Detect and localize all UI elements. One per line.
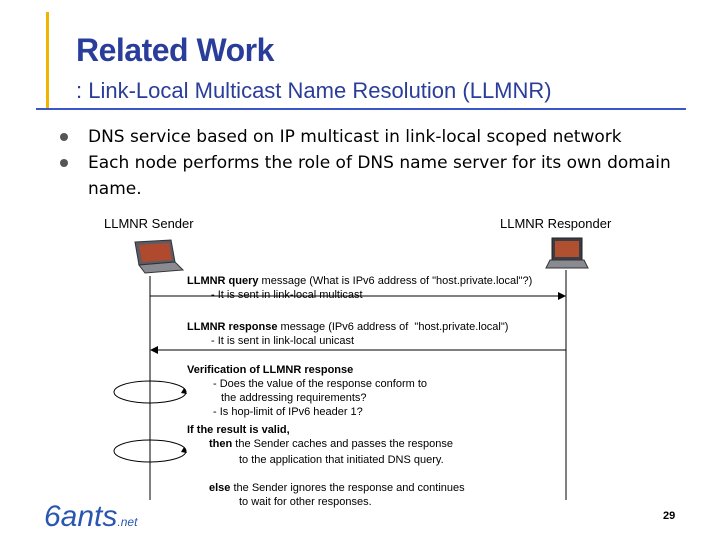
response-detail: - It is sent in link-local unicast bbox=[211, 335, 355, 347]
verification-line: the addressing requirements? bbox=[221, 392, 367, 404]
bullet-dot bbox=[60, 159, 68, 167]
verification-line: - Is hop-limit of IPv6 header 1? bbox=[213, 406, 363, 418]
responder-label: LLMNR Responder bbox=[500, 216, 612, 231]
accent-bar bbox=[46, 12, 49, 110]
bullet-list: DNS service based on IP multicast in lin… bbox=[60, 124, 710, 202]
bullet-text: DNS service based on IP multicast in lin… bbox=[88, 127, 622, 147]
else-line: else the Sender ignores the response and… bbox=[209, 482, 465, 494]
sender-label: LLMNR Sender bbox=[104, 216, 194, 231]
then-continuation: to the application that initiated DNS qu… bbox=[239, 454, 444, 466]
title-rule bbox=[36, 108, 686, 110]
logo: 6ants.net bbox=[44, 500, 138, 533]
bullet-dot bbox=[60, 133, 68, 141]
laptop-icon bbox=[545, 237, 589, 269]
loop-arrowhead bbox=[181, 388, 187, 394]
bullet-item: Each node performs the role of DNS name … bbox=[60, 150, 710, 202]
slide-subtitle: : Link-Local Multicast Name Resolution (… bbox=[76, 78, 552, 103]
laptop-icon bbox=[134, 239, 185, 274]
slide-title: Related Work bbox=[76, 32, 274, 68]
loop-arrowhead bbox=[181, 447, 187, 453]
if-line: If the result is valid, bbox=[187, 424, 290, 436]
else-continuation: to wait for other responses. bbox=[239, 496, 372, 508]
verification-line: - Does the value of the response conform… bbox=[213, 378, 428, 390]
response-message: LLMNR response message (IPv6 address of … bbox=[187, 321, 509, 333]
bullet-text: Each node performs the role of DNS name … bbox=[88, 153, 671, 199]
query-detail: - It is sent in link-local multicast bbox=[211, 289, 363, 301]
verification-heading: Verification of LLMNR response bbox=[187, 364, 354, 376]
query-message: LLMNR query message (What is IPv6 addres… bbox=[187, 275, 533, 287]
then-line: then the Sender caches and passes the re… bbox=[209, 438, 453, 450]
bullet-item: DNS service based on IP multicast in lin… bbox=[60, 124, 710, 150]
page-number: 29 bbox=[663, 510, 676, 522]
